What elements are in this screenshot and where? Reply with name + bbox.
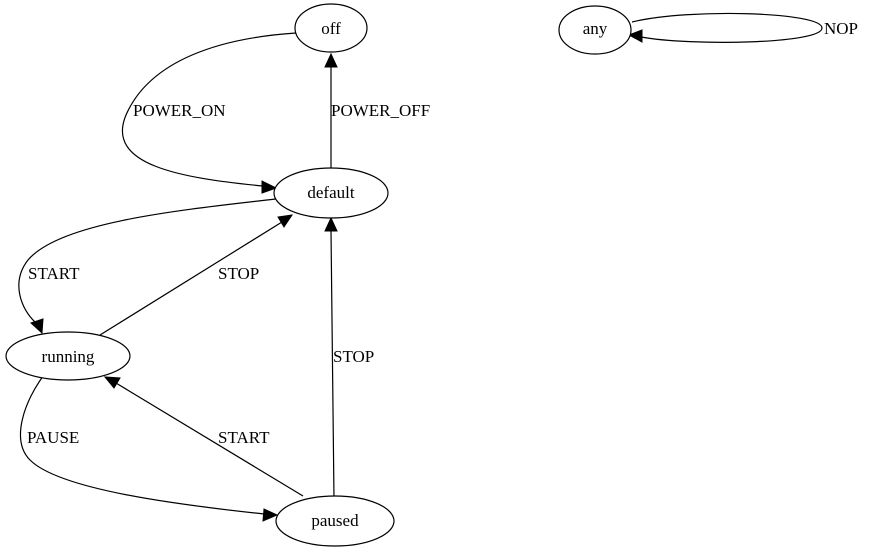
edge-running-stop: STOP — [99, 214, 294, 336]
edge-line — [121, 32, 297, 187]
node-label-off: off — [321, 19, 341, 38]
edge-default-power-off: POWER_OFF — [324, 52, 430, 170]
edge-label-start-paused: START — [218, 428, 270, 447]
edge-line — [115, 382, 304, 497]
node-off: off — [294, 3, 368, 53]
node-ellipse — [273, 167, 389, 219]
arrow-head — [324, 52, 338, 68]
node-label-default: default — [307, 183, 354, 202]
edge-label-stop-paused: STOP — [333, 347, 374, 366]
edge-line — [18, 198, 277, 323]
arrow-head — [277, 214, 294, 228]
node-default: default — [273, 167, 389, 219]
edge-label-power-off: POWER_OFF — [331, 101, 430, 120]
node-label-any: any — [583, 19, 608, 38]
edge-line — [330, 229, 335, 500]
arrow-head — [30, 318, 44, 335]
edge-paused-stop: STOP — [324, 216, 374, 500]
node-ellipse — [5, 331, 131, 381]
node-label-running: running — [42, 347, 95, 366]
edge-label-pause: PAUSE — [27, 428, 79, 447]
node-any: any — [558, 5, 632, 55]
edge-default-start: START — [18, 198, 277, 335]
arrow-head — [103, 376, 121, 389]
edge-label-start: START — [28, 264, 80, 283]
node-ellipse — [294, 3, 368, 53]
edge-line — [631, 12, 823, 43]
edge-off-power-on: POWER_ON — [121, 32, 297, 194]
node-running: running — [5, 331, 131, 381]
arrow-head — [261, 180, 278, 194]
edge-paused-start: START — [103, 376, 304, 497]
edge-label-stop-running: STOP — [218, 264, 259, 283]
arrow-head — [324, 216, 338, 232]
edge-running-pause: PAUSE — [19, 374, 279, 522]
node-label-paused: paused — [311, 511, 359, 530]
edge-line — [19, 374, 265, 515]
edge-any-nop: NOP — [627, 12, 858, 43]
node-ellipse — [558, 5, 632, 55]
arrow-head — [627, 29, 643, 43]
node-ellipse — [275, 495, 395, 547]
arrow-head — [262, 508, 279, 522]
node-paused: paused — [275, 495, 395, 547]
edge-label-power-on: POWER_ON — [133, 101, 226, 120]
edge-label-nop: NOP — [824, 19, 858, 38]
edge-line — [99, 221, 283, 336]
